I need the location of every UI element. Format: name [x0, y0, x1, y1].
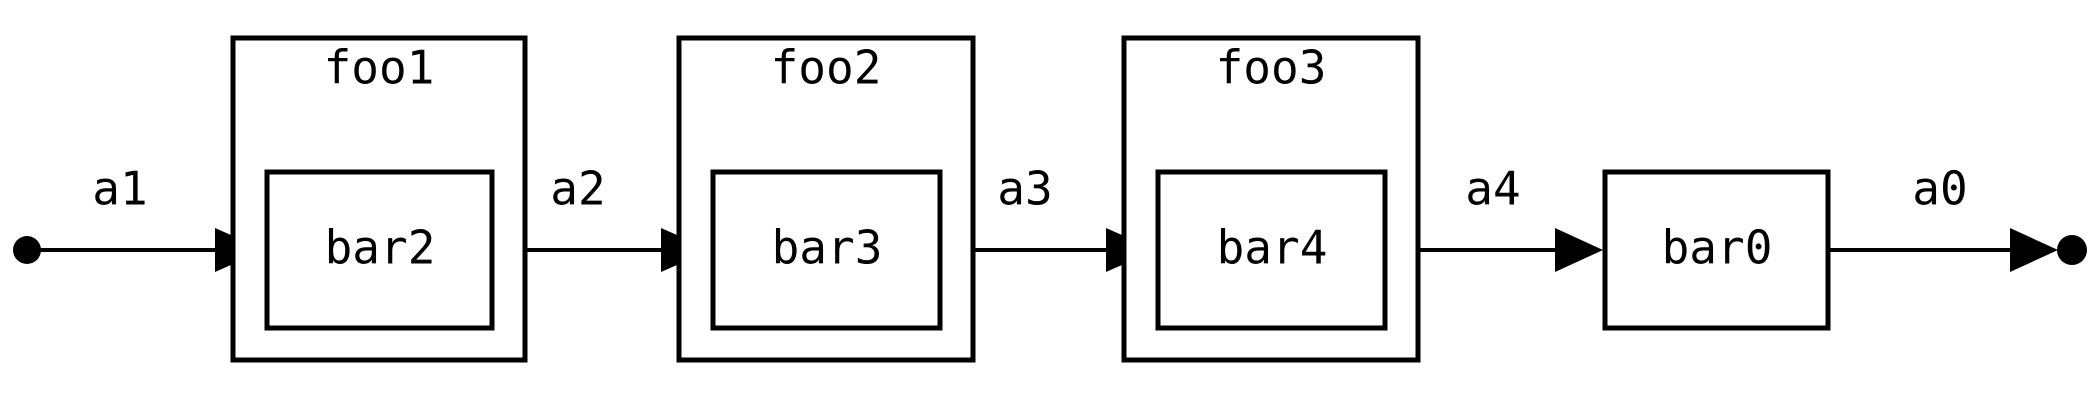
node-bar2[interactable]: bar2 — [264, 169, 495, 331]
node-bar4-label: bar4 — [1217, 221, 1328, 275]
node-bar4[interactable]: bar4 — [1155, 169, 1388, 331]
edge-label-a4: a4 — [1465, 162, 1520, 216]
edge-label-a2: a2 — [550, 162, 605, 216]
cluster-foo1[interactable]: foo1 bar2 — [230, 35, 528, 363]
node-bar0-border — [1602, 169, 1831, 331]
edge-label-a0: a0 — [1912, 162, 1967, 216]
node-bar0-label: bar0 — [1662, 221, 1773, 275]
node-bar3-border — [710, 169, 943, 331]
arrow-head-into-end — [2010, 228, 2058, 272]
node-bar4-border — [1155, 169, 1388, 331]
cluster-foo1-label: foo1 — [324, 41, 435, 95]
cluster-foo3-label: foo3 — [1216, 41, 1327, 95]
node-bar3[interactable]: bar3 — [710, 169, 943, 331]
edge-labels: a1 a2 a3 a4 a0 — [92, 162, 1967, 216]
edge-label-a3: a3 — [997, 162, 1052, 216]
end-terminal-dot — [2057, 235, 2087, 265]
node-bar2-border — [264, 169, 495, 331]
node-bar2-label: bar2 — [325, 221, 436, 275]
cluster-foo3[interactable]: foo3 bar4 — [1121, 35, 1421, 363]
start-terminal-dot — [13, 236, 41, 264]
cluster-foo2-label: foo2 — [771, 41, 882, 95]
arrow-head-into-bar0 — [1555, 228, 1603, 272]
node-bar0[interactable]: bar0 — [1602, 169, 1831, 331]
edge-label-a1: a1 — [92, 162, 147, 216]
node-bar3-label: bar3 — [772, 221, 883, 275]
cluster-foo2[interactable]: foo2 bar3 — [676, 35, 976, 363]
